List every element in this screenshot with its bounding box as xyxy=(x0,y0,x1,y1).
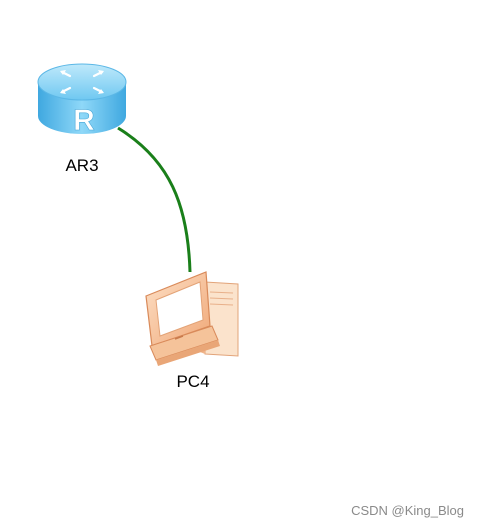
link-ar3-pc4[interactable] xyxy=(117,126,192,273)
router-letter: R xyxy=(73,104,95,137)
device-label-ar3: AR3 xyxy=(65,156,99,175)
router-icon[interactable]: R xyxy=(37,63,127,137)
device-label-pc4: PC4 xyxy=(176,372,210,391)
watermark: CSDN @King_Blog xyxy=(351,503,464,518)
pc-icon[interactable] xyxy=(145,271,239,366)
